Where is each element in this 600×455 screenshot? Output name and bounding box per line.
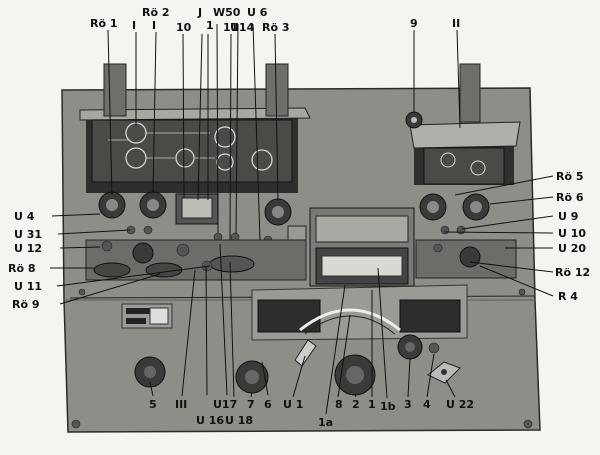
label-ro3: Rö 3 — [262, 21, 290, 34]
label-ro12: Rö 12 — [555, 266, 590, 279]
label-r4: R 4 — [558, 290, 578, 303]
label-u14: U14 — [230, 21, 255, 34]
label-9-top: 9 — [410, 17, 418, 30]
label-u12: U 12 — [14, 242, 42, 255]
label-ro5: Rö 5 — [556, 170, 584, 183]
label-2: 2 — [352, 398, 360, 411]
label-5: 5 — [149, 398, 157, 411]
label-i-a: I — [132, 19, 136, 32]
label-u20: U 20 — [558, 242, 586, 255]
label-u17: U17 — [213, 398, 237, 411]
label-u16: U 16 — [196, 414, 224, 427]
label-u10: U 10 — [558, 227, 586, 240]
label-u9: U 9 — [558, 210, 578, 223]
label-ro6: Rö 6 — [556, 191, 584, 204]
label-8: 8 — [335, 398, 343, 411]
label-u18: U 18 — [225, 414, 253, 427]
label-ii: II — [452, 17, 460, 30]
label-ro8: Rö 8 — [8, 262, 36, 275]
label-1a: 1a — [318, 416, 333, 429]
label-u6: U 6 — [247, 6, 268, 19]
label-ro2: Rö 2 — [142, 6, 170, 19]
label-u22: U 22 — [446, 398, 474, 411]
label-u11: U 11 — [14, 280, 42, 293]
label-i-b: I — [152, 19, 156, 32]
label-1: 1 — [368, 398, 376, 411]
label-ro9: Rö 9 — [12, 298, 40, 311]
device-photo — [61, 63, 541, 433]
label-u1: U 1 — [283, 398, 303, 411]
label-iii: III — [175, 398, 187, 411]
label-u4: U 4 — [14, 210, 35, 223]
label-1b: 1b — [380, 400, 396, 413]
label-11: 11 — [223, 21, 238, 34]
label-10: 10 — [176, 21, 192, 34]
label-6: 6 — [264, 398, 272, 411]
label-u31: U 31 — [14, 228, 42, 241]
label-7: 7 — [247, 398, 255, 411]
label-ro1: Rö 1 — [90, 17, 118, 30]
callout-labels: Rö 1 I Rö 2 I 10 J 1 11 W50 U14 U 6 Rö 3… — [8, 6, 590, 429]
label-3: 3 — [404, 398, 412, 411]
label-w50: W50 — [213, 6, 241, 19]
label-j: J — [197, 6, 202, 19]
label-1-top: 1 — [206, 19, 214, 32]
leader-lines — [50, 23, 554, 415]
label-4: 4 — [423, 398, 431, 411]
